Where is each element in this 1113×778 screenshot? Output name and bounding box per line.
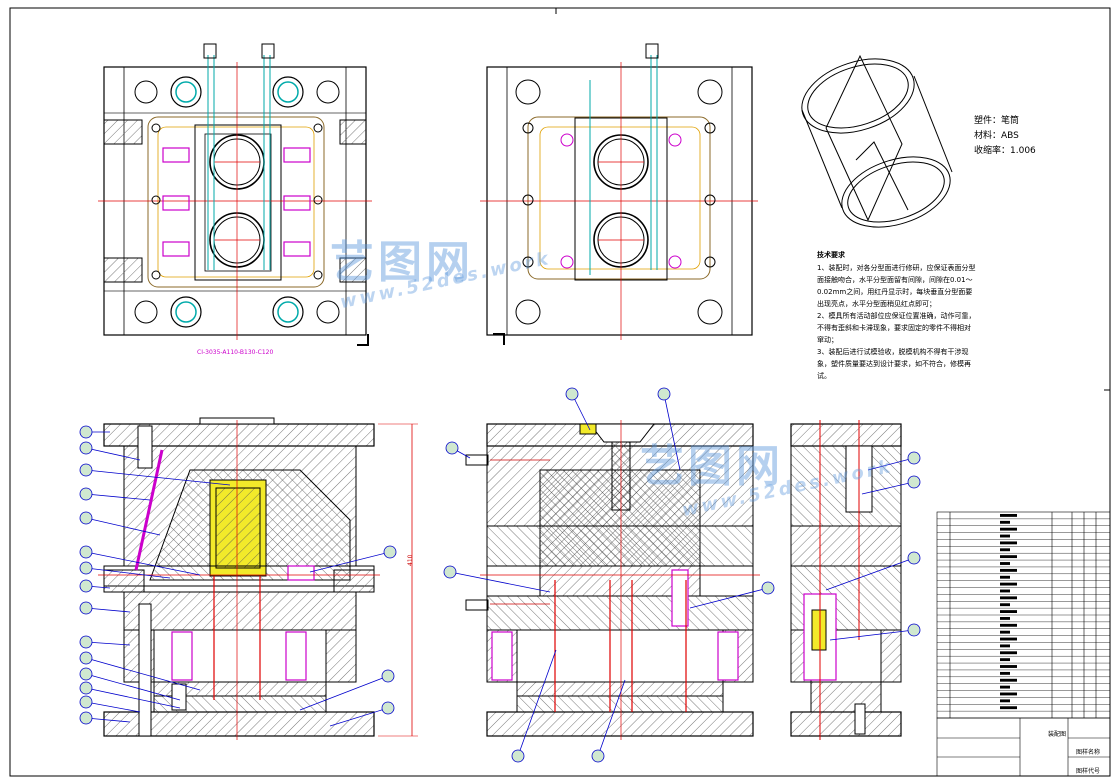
part-material: 材料：ABS <box>974 131 1019 141</box>
parts-list-row-text-mark <box>1000 562 1010 565</box>
parts-list-row-text-mark <box>1000 541 1017 545</box>
parts-list-row-text-mark <box>1000 637 1017 641</box>
mold-base-spec: CI-3035-A110-B130-C120 <box>197 349 274 356</box>
tech-item-1: 1、装配时，对各分型面进行修研，应保证表面分型面接触吻合，水平分型面留有间隙，间… <box>817 264 976 308</box>
parts-list-row-text-mark <box>1000 630 1010 634</box>
technical-requirements: 技术要求 1、装配时，对各分型面进行修研，应保证表面分型面接触吻合，水平分型面留… <box>817 249 977 382</box>
parts-list-row-text-mark <box>1000 596 1017 600</box>
section-view-side <box>790 420 921 740</box>
parts-list-row-text-mark <box>1000 651 1017 655</box>
tech-item-2: 2、模具所有活动部位应保证位置准确，动作可靠，不得有歪斜和卡滞现象，要求固定的零… <box>817 312 976 344</box>
parts-list-row-text-mark <box>1000 548 1010 552</box>
part-info: 塑件：笔筒 材料：ABS 收缩率：1.006 <box>974 114 1036 159</box>
overall-height-dimension: 410 <box>407 554 414 566</box>
part-name: 塑件：笔筒 <box>974 116 1020 126</box>
part-isometric-pen-holder <box>801 54 953 228</box>
parts-list-row-text-mark <box>1000 644 1010 648</box>
part-shrinkage: 收缩率：1.006 <box>974 146 1036 156</box>
parts-list-row-text-mark <box>1000 692 1017 696</box>
parts-list-row-text-mark <box>1000 527 1017 531</box>
parts-list-row-text-mark <box>1000 699 1010 703</box>
sheet-frame <box>9 7 1111 777</box>
parts-list-row-text-mark <box>1000 589 1010 593</box>
top-view-moving-half <box>480 43 758 345</box>
parts-list-row-text-mark <box>1000 623 1017 627</box>
parts-list-rows <box>937 514 1110 712</box>
parts-list-table <box>936 511 1111 777</box>
parts-list-row-text-mark <box>1000 555 1017 559</box>
parts-list-row-text-mark <box>1000 617 1010 620</box>
parts-list-row-text-mark <box>1000 665 1017 668</box>
title-block-name-label: 图样名称 <box>1076 749 1101 756</box>
parts-list-row-text-mark <box>1000 603 1010 607</box>
section-view-main <box>443 387 775 763</box>
parts-list-row-text-mark <box>1000 678 1017 682</box>
parts-list-row-text-mark <box>1000 514 1017 517</box>
parts-list-row-text-mark <box>1000 658 1010 662</box>
top-view-fixed-half <box>98 43 372 346</box>
parts-list-row-text-mark <box>1000 582 1017 586</box>
tech-item-3: 3、装配后进行试模验收，脱模机构不得有干涉现象，塑件质量要达到设计要求，如不符合… <box>817 348 971 380</box>
parts-list-row-text-mark <box>1000 575 1010 579</box>
parts-list-row-text-mark <box>1000 671 1010 675</box>
parts-list-row-text-mark <box>1000 610 1017 613</box>
section-view-slider <box>79 417 418 740</box>
tech-title: 技术要求 <box>817 251 845 259</box>
title-block-drawing-type: 装配图 <box>1048 731 1067 738</box>
parts-list-row-text-mark <box>1000 520 1010 524</box>
parts-list-row-text-mark <box>1000 685 1010 689</box>
parts-list-row-text-mark <box>1000 534 1010 538</box>
parts-list-row-text-mark <box>1000 568 1017 572</box>
parts-list-row-text-mark <box>1000 706 1017 710</box>
watermark-brand-2: 艺图网 <box>640 441 784 492</box>
watermark-brand: 艺图网 <box>330 237 474 288</box>
title-block-code-label: 图样代号 <box>1076 768 1101 775</box>
